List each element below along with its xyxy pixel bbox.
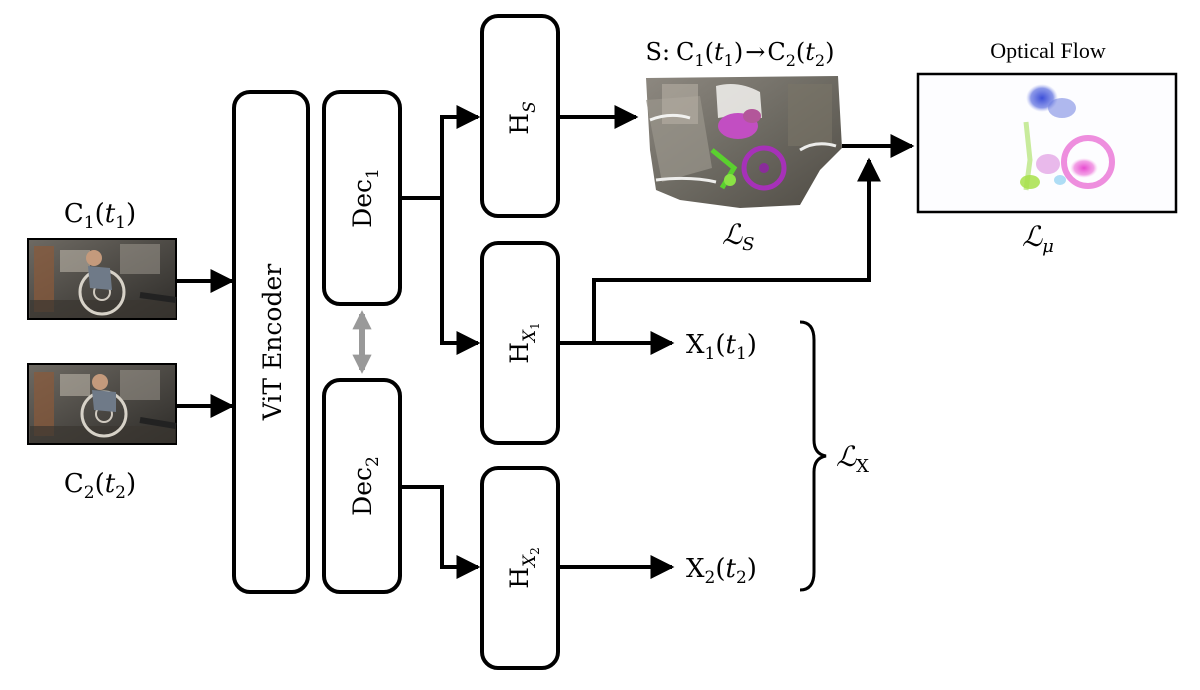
- svg-text:ℒX: ℒX: [836, 440, 869, 477]
- output-label-x2: X2(t2): [686, 554, 757, 588]
- svg-text:HX2: HX2: [505, 547, 542, 589]
- input-label-c2: C2(t2): [64, 469, 136, 503]
- loss-x-label: ℒX: [836, 440, 869, 477]
- camera-image-c2: [27, 363, 177, 445]
- camera-image-c1: [27, 238, 177, 320]
- sceneflow-title: S:C1(t1)→C2(t2): [646, 38, 835, 70]
- svg-text:ℒμ: ℒμ: [1022, 220, 1054, 257]
- input-label-c1: C1(t1): [64, 199, 136, 233]
- svg-text:Dec2: Dec2: [348, 456, 383, 516]
- arrow-dec1-to-hx1: [440, 198, 481, 355]
- svg-text:X2(t2): X2(t2): [686, 554, 757, 588]
- svg-text:X1(t1): X1(t1): [686, 330, 757, 364]
- sceneflow-pointcloud-image: [646, 76, 842, 208]
- svg-text:HS: HS: [505, 101, 540, 134]
- head-hx2-block: HX2: [480, 466, 560, 670]
- output-label-x1: X1(t1): [686, 330, 757, 364]
- decoder-1-block: Dec1: [322, 90, 402, 306]
- arrow-dec1-to-hs: [440, 105, 481, 198]
- svg-text:C1(t1): C1(t1): [64, 199, 136, 233]
- arrow-hx1-to-opticalflow: [592, 157, 881, 343]
- svg-text:Dec1: Dec1: [348, 168, 383, 228]
- head-hs-block: HS: [480, 14, 560, 218]
- loss-s-label: ℒS: [722, 218, 755, 255]
- arrow-dec2-to-hx2: [400, 485, 481, 579]
- loss-mu-label: ℒμ: [1022, 220, 1054, 257]
- vit-encoder-block: ViT Encoder: [232, 90, 310, 594]
- svg-text:HX1: HX1: [505, 322, 542, 364]
- svg-text:C2(t2): C2(t2): [64, 469, 136, 503]
- svg-text:ViT Encoder: ViT Encoder: [258, 264, 287, 421]
- opticalflow-title: Optical Flow: [990, 38, 1106, 63]
- decoder-2-block: Dec2: [322, 378, 402, 594]
- svg-text:Optical Flow: Optical Flow: [990, 38, 1106, 63]
- head-hx1-block: HX1: [480, 241, 560, 445]
- opticalflow-image: [916, 72, 1178, 214]
- loss-x-brace: [799, 320, 827, 592]
- svg-text:S:C1(t1)→C2(t2): S:C1(t1)→C2(t2): [646, 38, 835, 70]
- svg-text:ℒS: ℒS: [722, 218, 755, 255]
